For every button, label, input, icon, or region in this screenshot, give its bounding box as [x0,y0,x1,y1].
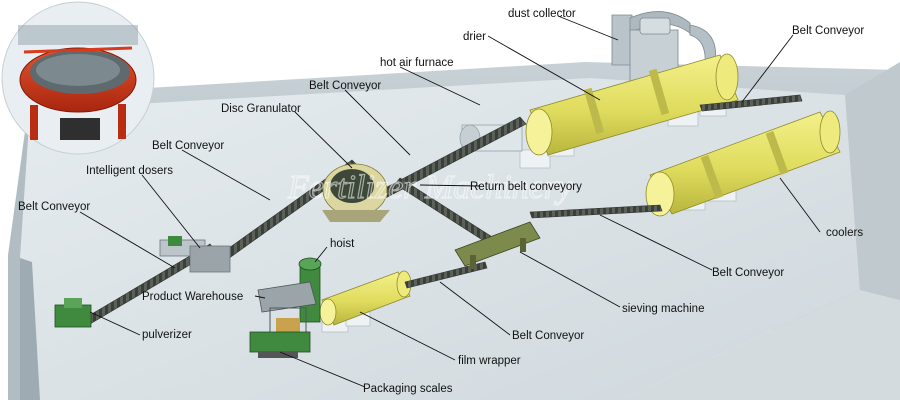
label-return-belt-conveyor: Return belt conveyory [470,181,582,193]
conveyor-drier-to-cooler [699,94,803,112]
label-sieving-machine: sieving machine [622,303,704,315]
product-warehouse [257,281,317,349]
conveyor-cooler-to-sieve [529,204,663,219]
left-wall [8,95,30,400]
label-belt-conveyor-bottom: Belt Conveyor [512,330,584,342]
conveyor-sieve-to-wrapper [404,261,488,289]
label-drier: drier [463,31,486,43]
label-belt-conveyor-right-lower: Belt Conveyor [712,267,784,279]
front-wall-right [620,290,900,400]
label-hoist: hoist [330,238,355,250]
label-disc-granulator: Disc Granulator [221,103,301,115]
label-belt-conveyor-left-lower: Belt Conveyor [18,201,90,213]
pulverizer [54,298,92,328]
floor [20,78,860,400]
leader-lines [79,15,821,388]
label-coolers: coolers [826,227,863,239]
right-wall [845,62,900,300]
front-wall [20,258,40,400]
label-belt-conveyor-left-upper: Belt Conveyor [152,140,224,152]
film-wrapper-drum [319,270,412,326]
callout-labels: dust collector drier Belt Conveyor hot a… [18,8,864,395]
label-pulverizer: pulverizer [142,329,192,341]
watermark: Fertilizer Machinery [287,169,573,206]
intelligent-dosers [159,236,231,273]
belt-conveyors [84,94,803,325]
label-product-warehouse: Product Warehouse [142,291,243,303]
label-film-wrapper: film wrapper [458,355,521,367]
label-belt-conveyor-center: Belt Conveyor [309,80,381,92]
disc-granulator-photo-inset [1,1,155,155]
sieving-machine [454,221,541,269]
disc-granulator [322,163,390,222]
cooler-drum [645,110,841,217]
building [8,62,900,400]
drier-drum [525,53,739,156]
label-belt-conveyor-top-right: Belt Conveyor [792,25,864,37]
label-hot-air-furnace: hot air furnace [380,57,454,69]
label-dust-collector: dust collector [508,8,576,20]
label-intelligent-dosers: Intelligent dosers [86,165,173,177]
label-packaging-scales: Packaging scales [363,383,453,395]
